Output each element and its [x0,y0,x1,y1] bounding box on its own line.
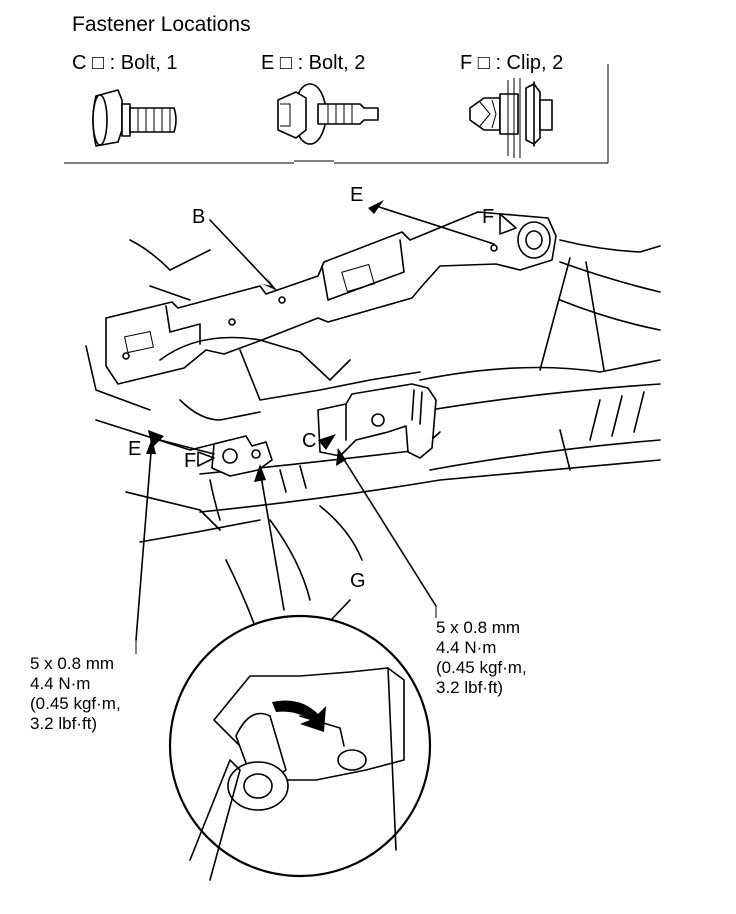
fastener-legend-f: F □ : Clip, 2 [460,52,563,74]
torque-kgfm: (0.45 kgf·m, [30,694,121,713]
fastener-legend-e: E □ : Bolt, 2 [261,52,365,74]
flange-bolt-icon [92,89,177,147]
callout-c: C [302,430,317,452]
callout-e-top: E [350,184,364,206]
thread-size: 5 x 0.8 mm [436,618,521,637]
fastener-legend-frame [64,64,609,164]
torque-spec-right: 5 x 0.8 mm 4.4 N·m (0.45 kgf·m, 3.2 lbf·… [436,618,527,698]
callout-f-left: F [184,450,197,472]
torque-nm: 4.4 N·m [30,674,91,693]
bracket-b [105,211,557,385]
fastener-legend-c: C □ : Bolt, 1 [72,52,177,74]
torque-lbfft: 3.2 lbf·ft) [436,678,504,697]
box-glyph: □ [92,52,105,74]
leader-lines [135,200,517,677]
fastener-letter: C [72,52,87,74]
push-clip-icon [469,78,553,158]
thread-size: 5 x 0.8 mm [30,654,115,673]
torque-kgfm: (0.45 kgf·m, [436,658,527,677]
callout-f-top: F [482,206,495,228]
fastener-label: : Bolt, 1 [109,52,178,74]
clip-mount-lower-left [211,435,273,477]
detail-view-circle [168,614,432,881]
callout-e-left: E [128,438,142,460]
fastener-label: : Bolt, 2 [297,52,366,74]
box-glyph: □ [477,52,490,74]
fastener-letter: E [261,52,275,74]
fastener-label: : Clip, 2 [495,52,564,74]
fastener-letter: F [460,52,473,74]
torque-leaders [135,606,437,654]
lower-bracket [317,383,437,459]
box-glyph: □ [279,52,292,74]
hex-washer-bolt-icon [277,83,379,145]
torque-spec-left: 5 x 0.8 mm 4.4 N·m (0.45 kgf·m, 3.2 lbf·… [30,654,121,734]
callout-g: G [350,570,366,592]
callout-b: B [192,206,206,228]
torque-nm: 4.4 N·m [436,638,497,657]
torque-lbfft: 3.2 lbf·ft) [30,714,98,733]
page-title: Fastener Locations [72,13,251,36]
